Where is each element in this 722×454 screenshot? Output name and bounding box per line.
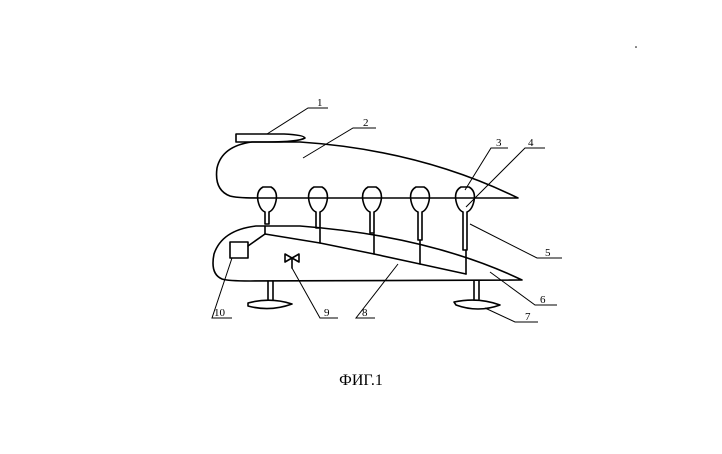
part-9-valve xyxy=(284,253,300,269)
label-7: 7 xyxy=(525,311,531,323)
stray-dot xyxy=(635,46,637,48)
figure-caption: ФИГ.1 xyxy=(339,372,383,389)
part-7-landing-feet xyxy=(247,280,501,310)
label-3: 3 xyxy=(496,137,502,149)
label-10: 10 xyxy=(214,307,226,319)
label-5: 5 xyxy=(545,247,551,259)
leader-lines xyxy=(211,107,562,323)
part-6-lower-wing xyxy=(212,225,523,282)
connector-1 xyxy=(256,186,278,225)
part-8-channel xyxy=(247,225,467,275)
connectors-3-4-5 xyxy=(256,186,476,251)
connector-2 xyxy=(307,186,329,229)
label-8: 8 xyxy=(362,307,368,319)
connector-3 xyxy=(361,186,383,234)
part-2-upper-wing xyxy=(215,141,519,199)
label-6: 6 xyxy=(540,294,546,306)
connector-5 xyxy=(454,186,476,251)
label-1: 1 xyxy=(317,97,323,109)
connector-4 xyxy=(409,186,431,241)
label-2: 2 xyxy=(363,117,369,129)
label-9: 9 xyxy=(324,307,330,319)
part-10-box xyxy=(229,241,249,259)
part-1-top-pod xyxy=(235,133,306,143)
label-4: 4 xyxy=(528,137,534,149)
